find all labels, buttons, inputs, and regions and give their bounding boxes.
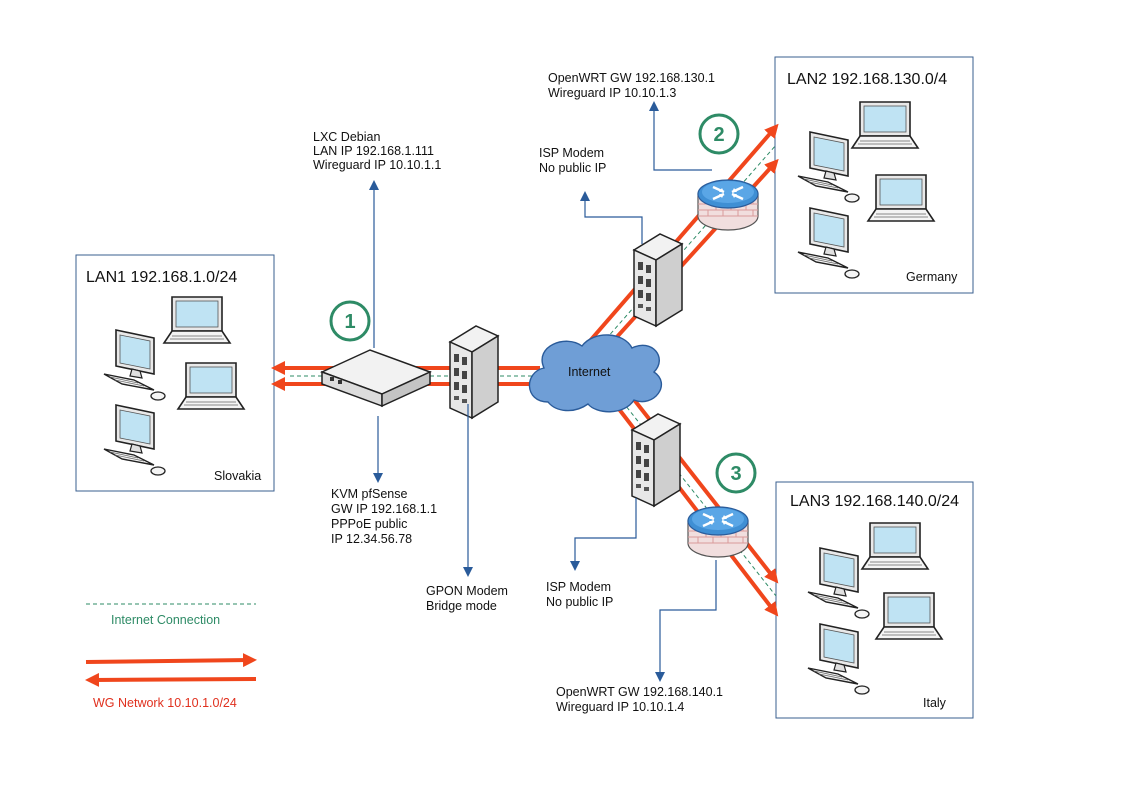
note-openwrt-italy: OpenWRT GW 192.168.140.1 Wireguard IP 10… [556, 685, 723, 714]
note-line: LXC Debian [313, 130, 380, 144]
lan1-box: LAN1 192.168.1.0/24 Slovakia [75, 254, 275, 492]
note-gpon-modem: GPON Modem Bridge mode [426, 584, 508, 613]
wg-arrow [580, 123, 779, 352]
note-line: Wireguard IP 10.10.1.4 [556, 700, 684, 714]
lan3-country: Italy [923, 696, 947, 710]
internet-dash [591, 144, 777, 356]
laptop-icon [861, 522, 929, 570]
note-lxc-debian: LXC Debian LAN IP 192.168.1.111 Wireguar… [313, 130, 441, 172]
note-line: IP 12.34.56.78 [331, 532, 412, 546]
note-line: Bridge mode [426, 599, 497, 613]
badge-2: 2 [698, 113, 740, 155]
isp-modem-italy-icon [631, 413, 681, 507]
lan2-title: LAN2 192.168.130.0/4 [787, 71, 947, 88]
openwrt-router-germany-icon [696, 178, 760, 232]
annotation-arrow [649, 101, 712, 171]
annotation-arrow [655, 560, 717, 682]
note-line: ISP Modem [546, 580, 611, 594]
note-line: GW IP 192.168.1.1 [331, 502, 437, 516]
badge-number: 1 [344, 311, 355, 333]
badge-number: 3 [730, 463, 741, 485]
openwrt-router-italy-icon [686, 505, 750, 559]
note-line: No public IP [539, 161, 606, 175]
laptop-icon [867, 174, 935, 222]
note-line: PPPoE public [331, 517, 407, 531]
note-line: LAN IP 192.168.1.111 [313, 144, 434, 158]
note-line: Wireguard IP 10.10.1.3 [548, 86, 676, 100]
note-line: KVM pfSense [331, 487, 407, 501]
annotation-arrow [580, 191, 643, 244]
lan2-box: LAN2 192.168.130.0/4 Germany [774, 56, 974, 294]
note-line: No public IP [546, 595, 613, 609]
laptop-icon [177, 362, 245, 410]
badge-3: 3 [715, 452, 757, 494]
note-line: OpenWRT GW 192.168.130.1 [548, 71, 715, 85]
note-line: ISP Modem [539, 146, 604, 160]
note-openwrt-germany: OpenWRT GW 192.168.130.1 Wireguard IP 10… [548, 71, 715, 100]
pfsense-router [320, 349, 432, 408]
note-isp-italy: ISP Modem No public IP [546, 580, 613, 609]
cloud-label: Internet [568, 365, 611, 379]
lan1-title: LAN1 192.168.1.0/24 [86, 269, 237, 286]
legend-internet-label: Internet Connection [111, 613, 220, 627]
note-isp-germany: ISP Modem No public IP [539, 146, 606, 175]
note-line: GPON Modem [426, 584, 508, 598]
gpon-modem-icon [449, 325, 499, 419]
annotation-arrows [369, 101, 717, 682]
badge-1: 1 [329, 300, 371, 342]
annotation-arrow [570, 498, 637, 571]
laptop-icon [875, 592, 943, 640]
lan1-country: Slovakia [214, 469, 261, 483]
note-kvm-pfsense: KVM pfSense GW IP 192.168.1.1 PPPoE publ… [331, 487, 437, 546]
legend-wg-arrow-left [85, 672, 257, 687]
laptop-icon [851, 101, 919, 149]
legend-wg-arrow-right [85, 653, 257, 668]
legend: Internet Connection WG Network 10.10.1.0… [85, 603, 257, 710]
lan3-box: LAN3 192.168.140.0/24 Italy [775, 481, 974, 719]
note-line: Wireguard IP 10.10.1.1 [313, 158, 441, 172]
lan2-country: Germany [906, 270, 958, 284]
isp-modem-germany-icon [633, 233, 683, 327]
lan3-title: LAN3 192.168.140.0/24 [790, 493, 959, 510]
internet-cloud-icon: Internet [528, 334, 662, 413]
badge-number: 2 [713, 124, 724, 146]
legend-wg-label: WG Network 10.10.1.0/24 [93, 696, 237, 710]
laptop-icon [163, 296, 231, 344]
note-line: OpenWRT GW 192.168.140.1 [556, 685, 723, 699]
